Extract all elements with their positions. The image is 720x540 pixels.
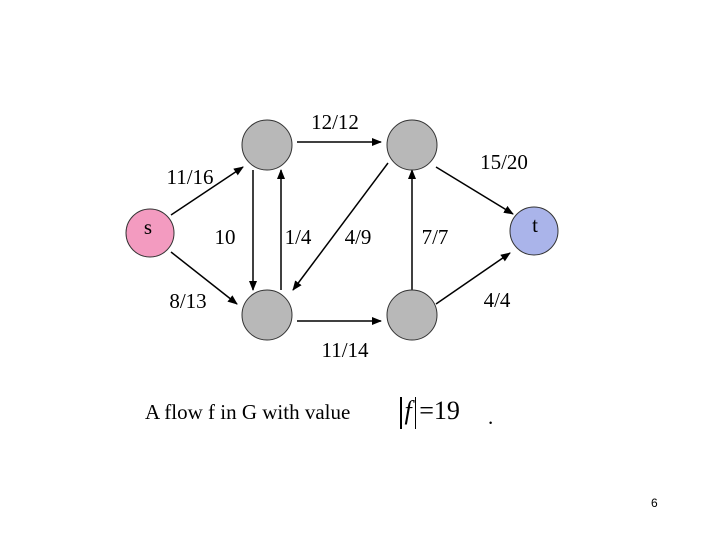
node-label-t: t xyxy=(532,213,538,237)
edge-b-c xyxy=(292,162,389,291)
edge-label-s-c: 8/13 xyxy=(169,289,206,313)
node-label-s: s xyxy=(144,215,152,239)
edge-label-c-a: 1/4 xyxy=(285,225,312,249)
edge-label-a-b: 12/12 xyxy=(311,110,359,134)
edge-label-d-t: 4/4 xyxy=(484,288,511,312)
abs-bar-left xyxy=(400,397,402,430)
edge-s-a xyxy=(170,166,244,216)
node-t xyxy=(509,206,559,256)
edge-label-a-c: 10 xyxy=(215,225,236,249)
abs-bar-right xyxy=(414,397,417,430)
edge-b-t xyxy=(435,166,514,215)
node-a xyxy=(241,119,293,171)
node-b xyxy=(386,119,438,171)
edge-label-b-t: 15/20 xyxy=(480,150,528,174)
edge-s-c xyxy=(170,251,238,305)
edge-d-t xyxy=(435,252,511,305)
node-c xyxy=(241,289,293,341)
edge-label-s-a: 11/16 xyxy=(166,165,213,189)
edge-label-d-b: 7/7 xyxy=(422,225,449,249)
caption-text: A flow f in G with value xyxy=(145,400,351,424)
formula-f: f xyxy=(404,396,412,425)
caption-period: . xyxy=(488,405,494,429)
node-d xyxy=(386,289,438,341)
node-s xyxy=(125,208,175,258)
flow-value-formula: f=19 xyxy=(397,396,460,430)
formula-value: =19 xyxy=(419,396,460,425)
edge-label-c-d: 11/14 xyxy=(321,338,369,362)
edge-label-b-c: 4/9 xyxy=(345,225,372,249)
page-number: 6 xyxy=(651,496,658,510)
